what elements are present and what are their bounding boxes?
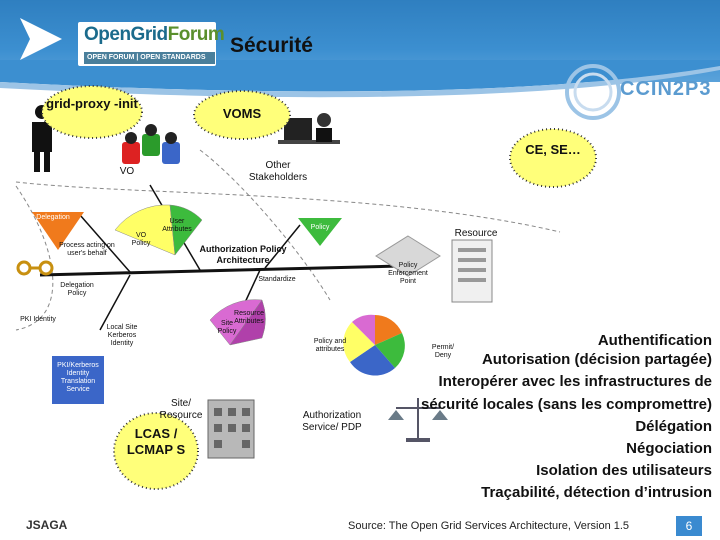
arrow-logo-icon bbox=[20, 18, 62, 60]
bullet-text-3: Interopérer avec les infrastructures de bbox=[438, 373, 712, 390]
bullet-text-5: Délégation bbox=[635, 418, 712, 435]
stakeholder-desk-icon bbox=[278, 113, 340, 144]
voms-cloud bbox=[193, 90, 291, 140]
footer-source-text: Source: The Open Grid Services Architect… bbox=[348, 520, 630, 532]
footer-left-text: JSAGA bbox=[26, 518, 68, 532]
policy-label: Policy bbox=[310, 224, 330, 231]
delegation-policy-label: Delegation Policy bbox=[60, 282, 94, 297]
delegation-node bbox=[32, 212, 84, 250]
grid-proxy-label: grid-proxy -init bbox=[46, 96, 138, 111]
bullet-text-1: Authentification bbox=[597, 332, 712, 349]
policy-and-attributes-label: Policy and attributes bbox=[313, 338, 347, 353]
logo-wordmark: OpenGridForum bbox=[84, 24, 225, 45]
local-site-kerberos-label: Local Site Kerberos Identity bbox=[106, 324, 138, 347]
delegation-label: Delegation bbox=[36, 214, 70, 221]
lcas-label: LCAS / LCMAP S bbox=[126, 426, 186, 457]
opengridforum-logo: OpenGridForum OPEN FORUM | OPEN STANDARD… bbox=[78, 22, 225, 66]
page-title: Sécurité bbox=[230, 34, 313, 57]
authz-policy-arch-label: Authorization Policy Architecture bbox=[199, 244, 287, 265]
bullet-text-2: Autorisation (décision partagée) bbox=[481, 351, 712, 368]
bullet-text-8: Traçabilité, détection d’intrusion bbox=[481, 484, 712, 501]
resource-label: Resource bbox=[454, 228, 498, 239]
resource-server-icon bbox=[451, 239, 493, 303]
ce-se-cloud bbox=[509, 128, 597, 188]
vo-policy-label: VO Policy bbox=[131, 232, 151, 247]
bullet-text-4: sécurité locales (sans les compromettre) bbox=[421, 396, 712, 413]
process-acting-label: Process acting on user's behalf bbox=[59, 242, 115, 257]
standardize-label: Standardize bbox=[258, 276, 296, 283]
bullet-text-7: Isolation des utilisateurs bbox=[536, 462, 712, 479]
pep-label: Policy Enforcement Point bbox=[388, 262, 428, 285]
user-attributes-label: User Attributes bbox=[162, 218, 192, 233]
balance-scale-icon bbox=[388, 398, 448, 442]
pep-diamond bbox=[375, 235, 441, 277]
authz-service-label: Authorization Service/ PDP bbox=[302, 410, 362, 433]
site-resource-label: Site/ Resource bbox=[159, 398, 203, 421]
permit-deny-label: Permit/ Deny bbox=[431, 344, 455, 359]
other-stakeholders-label: Other Stakeholders bbox=[248, 160, 308, 183]
logo-tagline: OPEN FORUM | OPEN STANDARDS bbox=[84, 52, 215, 64]
vo-label: VO bbox=[119, 166, 135, 177]
building-icon bbox=[207, 399, 255, 459]
ccin2p3-logo-text: CCIN2P3 bbox=[620, 78, 712, 100]
policy-triangle bbox=[298, 218, 342, 246]
site-policy-pie bbox=[209, 299, 266, 346]
ce-se-label: CE, SE… bbox=[525, 142, 581, 157]
site-policy-label: Site Policy bbox=[217, 320, 237, 335]
authorization-pie-chart bbox=[343, 314, 405, 376]
identity-translation-label: PKI/Kerberos Identity Translation Servic… bbox=[57, 362, 99, 393]
ccin2p3-logo-icon bbox=[565, 64, 621, 120]
vo-policy-pie bbox=[114, 204, 203, 256]
key-icon bbox=[16, 260, 54, 276]
grid-proxy-cloud bbox=[41, 85, 143, 139]
identity-translation-box bbox=[52, 356, 104, 404]
authorization-architecture-diagram bbox=[15, 105, 561, 459]
page-number: 6 bbox=[676, 516, 702, 536]
voms-label: VOMS bbox=[222, 106, 262, 121]
header-wave bbox=[0, 60, 720, 98]
vo-people-icon bbox=[122, 124, 180, 164]
lcas-cloud bbox=[113, 412, 199, 490]
bullet-text-6: Négociation bbox=[626, 440, 712, 457]
resource-attributes-label: Resource Attributes bbox=[234, 310, 264, 325]
pki-identity-label: PKI Identity bbox=[20, 316, 56, 323]
